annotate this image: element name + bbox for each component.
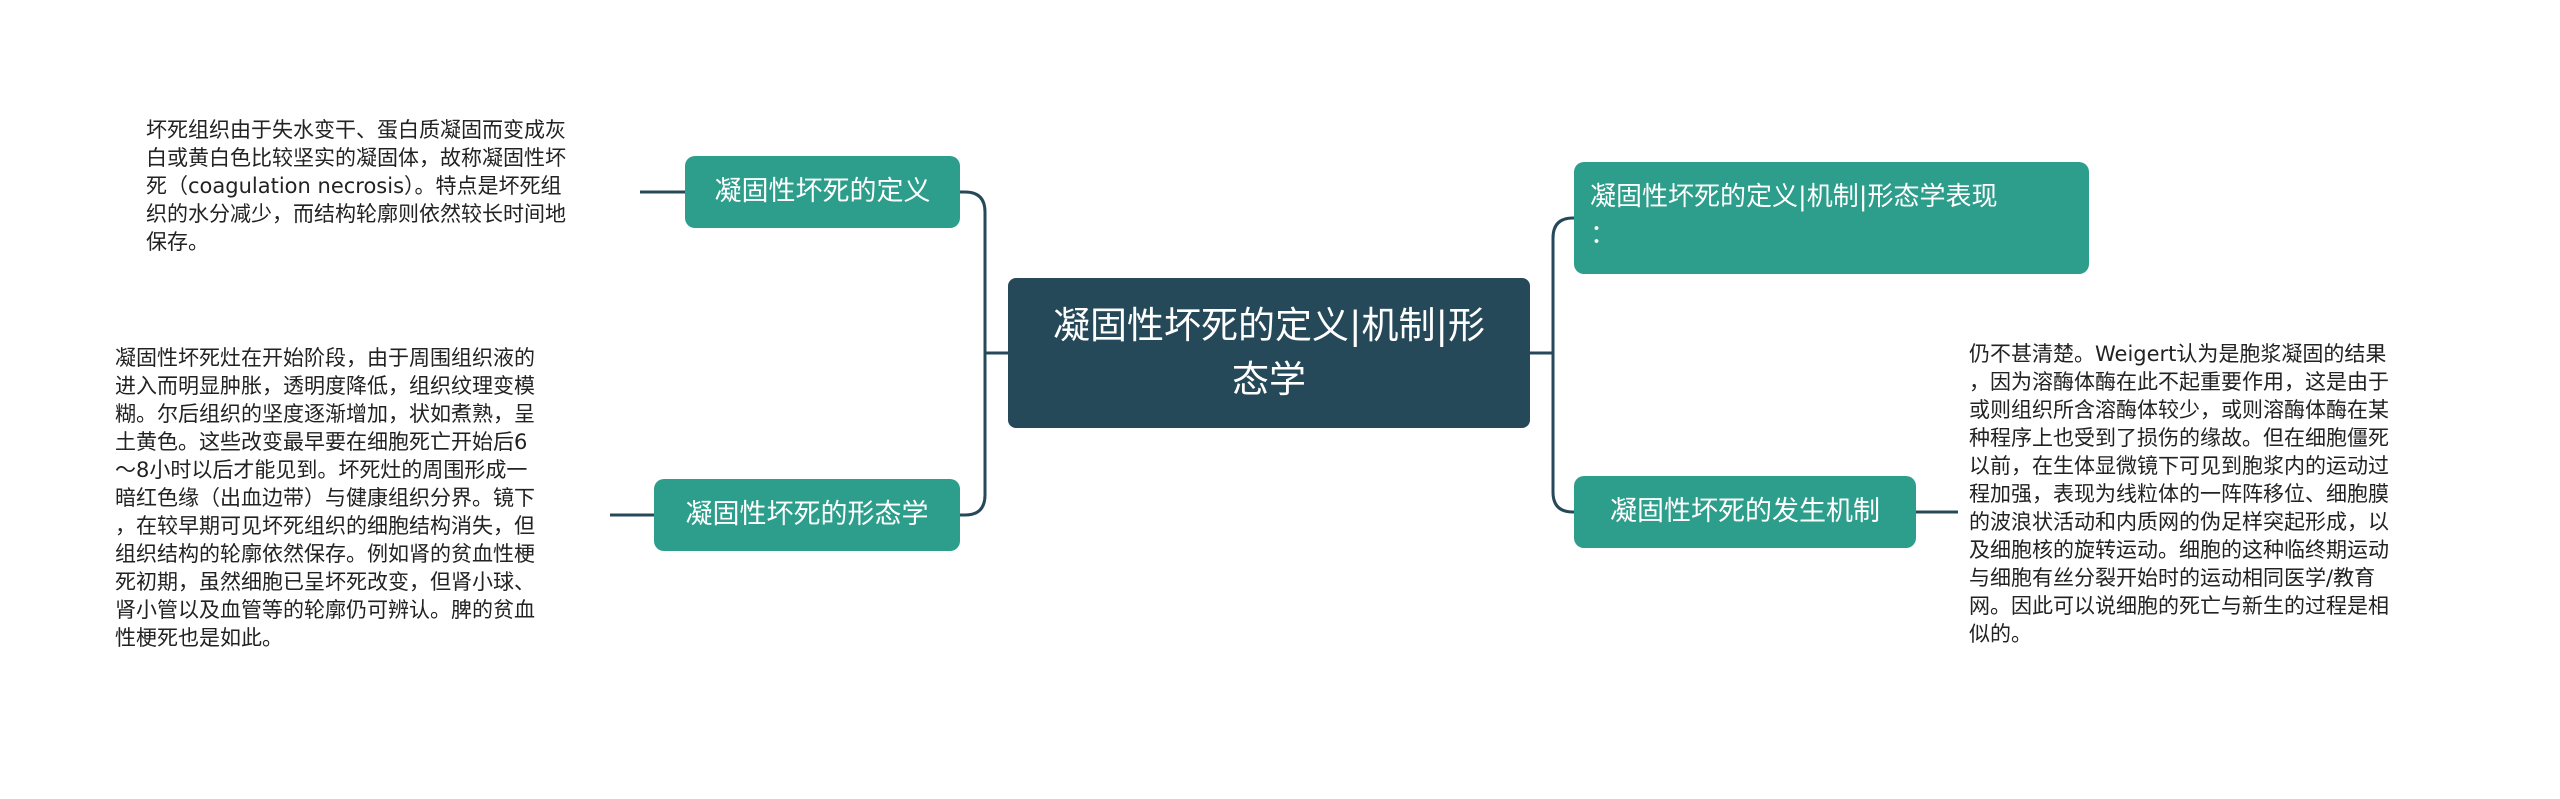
connector-trunk-right-lower: [1551, 353, 1574, 514]
leaf-mechanism-line: 与细胞有丝分裂开始时的运动相同医学/教育: [1969, 566, 2376, 590]
leaf-definition-line: 坏死组织由于失水变干、蛋白质凝固而变成灰: [146, 118, 566, 142]
leaf-mechanism-line: 的波浪状活动和内质网的伪足样突起形成，以: [1969, 510, 2389, 534]
branch-definition-mechanism-morphology[interactable]: 凝固性坏死的定义|机制|形态学表现 ：: [1574, 162, 2089, 274]
connector-trunk-left: [960, 190, 987, 353]
leaf-definition-line: 织的水分减少，而结构轮廓则依然较长时间地: [146, 202, 566, 226]
root-topic-line-1: 凝固性坏死的定义|机制|形: [1053, 304, 1485, 347]
leaf-morphology-line: 糊。尔后组织的坚度逐渐增加，状如煮熟，呈: [115, 402, 535, 426]
leaf-morphology-detail[interactable]: 凝固性坏死灶在开始阶段，由于周围组织液的 进入而明显肿胀，透明度降低，组织纹理变…: [115, 344, 535, 652]
branch-definition-label: 凝固性坏死的定义: [714, 176, 931, 207]
branch-mechanism-label: 凝固性坏死的发生机制: [1610, 496, 1880, 527]
leaf-definition-detail[interactable]: 坏死组织由于失水变干、蛋白质凝固而变成灰 白或黄白色比较坚实的凝固体，故称凝固性…: [146, 116, 566, 256]
root-topic[interactable]: 凝固性坏死的定义|机制|形 态学: [1008, 278, 1530, 428]
leaf-mechanism-line: 或则组织所含溶酶体较少，或则溶酶体酶在某: [1969, 398, 2389, 422]
leaf-morphology-line: ，在较早期可见坏死组织的细胞结构消失，但: [115, 514, 535, 538]
branch-morphology-label: 凝固性坏死的形态学: [685, 499, 929, 530]
leaf-morphology-line: 死初期，虽然细胞已呈坏死改变，但肾小球、: [115, 570, 535, 594]
leaf-morphology-line: 凝固性坏死灶在开始阶段，由于周围组织液的: [115, 346, 535, 370]
leaf-mechanism-line: 及细胞核的旋转运动。细胞的这种临终期运动: [1969, 538, 2389, 562]
leaf-mechanism-line: 仍不甚清楚。Weigert认为是胞浆凝固的结果: [1969, 342, 2387, 366]
leaf-mechanism-line: 以前，在生体显微镜下可见到胞浆内的运动过: [1969, 454, 2389, 478]
leaf-morphology-line: 暗红色缘（出血边带）与健康组织分界。镜下: [115, 486, 535, 510]
branch-definition[interactable]: 凝固性坏死的定义: [685, 156, 960, 228]
leaf-definition-line: 死（coagulation necrosis）。特点是坏死组: [146, 174, 562, 198]
connector-trunk-right: [1551, 216, 1574, 353]
root-topic-line-2: 态学: [1232, 358, 1306, 401]
leaf-mechanism-detail[interactable]: 仍不甚清楚。Weigert认为是胞浆凝固的结果 ，因为溶酶体酶在此不起重要作用，…: [1969, 340, 2389, 648]
leaf-mechanism-line: ，因为溶酶体酶在此不起重要作用，这是由于: [1969, 370, 2389, 394]
connector-trunk-left-lower: [960, 353, 987, 517]
leaf-mechanism-line: 似的。: [1969, 622, 2032, 646]
branch-morphology[interactable]: 凝固性坏死的形态学: [654, 479, 960, 551]
leaf-morphology-line: 性梗死也是如此。: [115, 626, 283, 650]
branch-defmech-line-2: ：: [1590, 220, 1617, 250]
leaf-morphology-line: 土黄色。这些改变最早要在细胞死亡开始后6: [115, 430, 528, 454]
branch-defmech-line-1: 凝固性坏死的定义|机制|形态学表现: [1590, 182, 1998, 212]
branch-mechanism[interactable]: 凝固性坏死的发生机制: [1574, 476, 1916, 548]
leaf-mechanism-line: 程加强，表现为线粒体的一阵阵移位、细胞膜: [1969, 482, 2389, 506]
leaf-morphology-line: ～8小时以后才能见到。坏死灶的周围形成一: [115, 458, 528, 482]
leaf-mechanism-line: 网。因此可以说细胞的死亡与新生的过程是相: [1969, 594, 2389, 618]
leaf-definition-line: 保存。: [146, 230, 209, 254]
leaf-mechanism-line: 种程序上也受到了损伤的缘故。但在细胞僵死: [1969, 426, 2389, 450]
leaf-morphology-line: 进入而明显肿胀，透明度降低，组织纹理变模: [115, 374, 535, 398]
leaf-morphology-line: 组织结构的轮廓依然保存。例如肾的贫血性梗: [115, 542, 535, 566]
leaf-morphology-line: 肾小管以及血管等的轮廓仍可辨认。脾的贫血: [115, 598, 535, 622]
leaf-definition-line: 白或黄白色比较坚实的凝固体，故称凝固性坏: [146, 146, 566, 170]
